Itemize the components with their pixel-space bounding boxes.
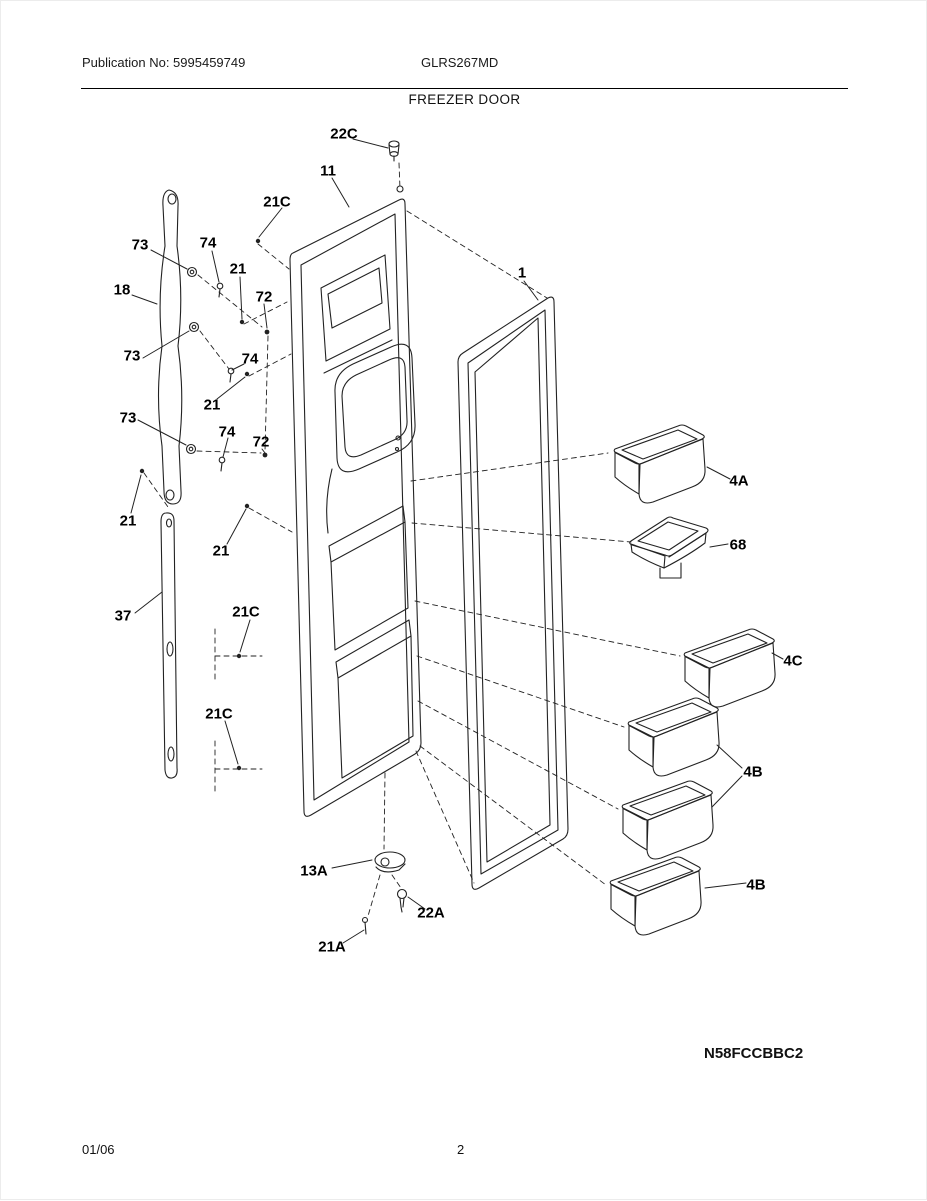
- part-callout: 21C: [263, 193, 291, 211]
- part-callout: 18: [113, 281, 131, 299]
- part-callout: 4A: [729, 472, 749, 490]
- part-callout: 21C: [205, 705, 233, 723]
- part-callout: 73: [123, 347, 141, 365]
- washer-73-parts: [185, 266, 200, 455]
- part-callout: 4B: [743, 763, 763, 781]
- page-title: FREEZER DOOR: [408, 92, 521, 107]
- part-callout: 4C: [783, 652, 803, 670]
- part-callout: 37: [114, 607, 132, 625]
- door-panel: [289, 185, 422, 817]
- door-bin-4b-2: [621, 780, 714, 860]
- part-callout: 13A: [300, 862, 328, 880]
- part-callout: 21: [212, 542, 230, 560]
- part-callout: 21: [119, 512, 137, 530]
- part-callout: 74: [199, 234, 217, 252]
- door-bin-4b-1: [627, 697, 720, 777]
- part-callout: 74: [218, 423, 236, 441]
- part-callout: 72: [255, 288, 273, 306]
- fastener-dots: [139, 238, 270, 771]
- part-callout: 72: [252, 433, 270, 451]
- bin-68: [629, 516, 709, 579]
- part-callout: 22C: [330, 125, 358, 143]
- footer-page-number: 2: [457, 1142, 465, 1157]
- pin-21a: [361, 916, 369, 935]
- leader-lines: [130, 138, 784, 944]
- model-number: GLRS267MD: [421, 55, 499, 70]
- part-callout: 68: [729, 536, 747, 554]
- projection-lines: [143, 162, 681, 917]
- door-bin-4a: [613, 424, 706, 504]
- screw-74-parts: [216, 282, 235, 472]
- part-callout: 4B: [746, 876, 766, 894]
- part-callout: 21: [229, 260, 247, 278]
- door-gasket: [457, 296, 569, 890]
- part-callout: 74: [241, 350, 259, 368]
- part-callout: 73: [131, 236, 149, 254]
- part-callout: 1: [517, 264, 527, 282]
- part-callout: 22A: [417, 904, 445, 922]
- footer-date: 01/06: [82, 1142, 115, 1157]
- part-callout: 73: [119, 409, 137, 427]
- hinge-bearing-13a: [374, 851, 406, 873]
- part-callout: 11: [320, 162, 336, 180]
- door-trim: [160, 512, 178, 779]
- door-handle: [157, 189, 183, 505]
- part-callout: 21: [203, 396, 221, 414]
- screw-22c: [388, 140, 400, 162]
- screw-22a: [396, 888, 408, 913]
- part-callout: 21C: [232, 603, 260, 621]
- door-bin-4b-3: [609, 856, 702, 936]
- publication-number: Publication No: 5995459749: [82, 55, 246, 70]
- diagram-part-code: N58FCCBBC2: [704, 1045, 804, 1062]
- header-rule: [81, 88, 848, 89]
- door-bin-4c: [683, 628, 776, 708]
- part-callout: 21A: [318, 938, 346, 956]
